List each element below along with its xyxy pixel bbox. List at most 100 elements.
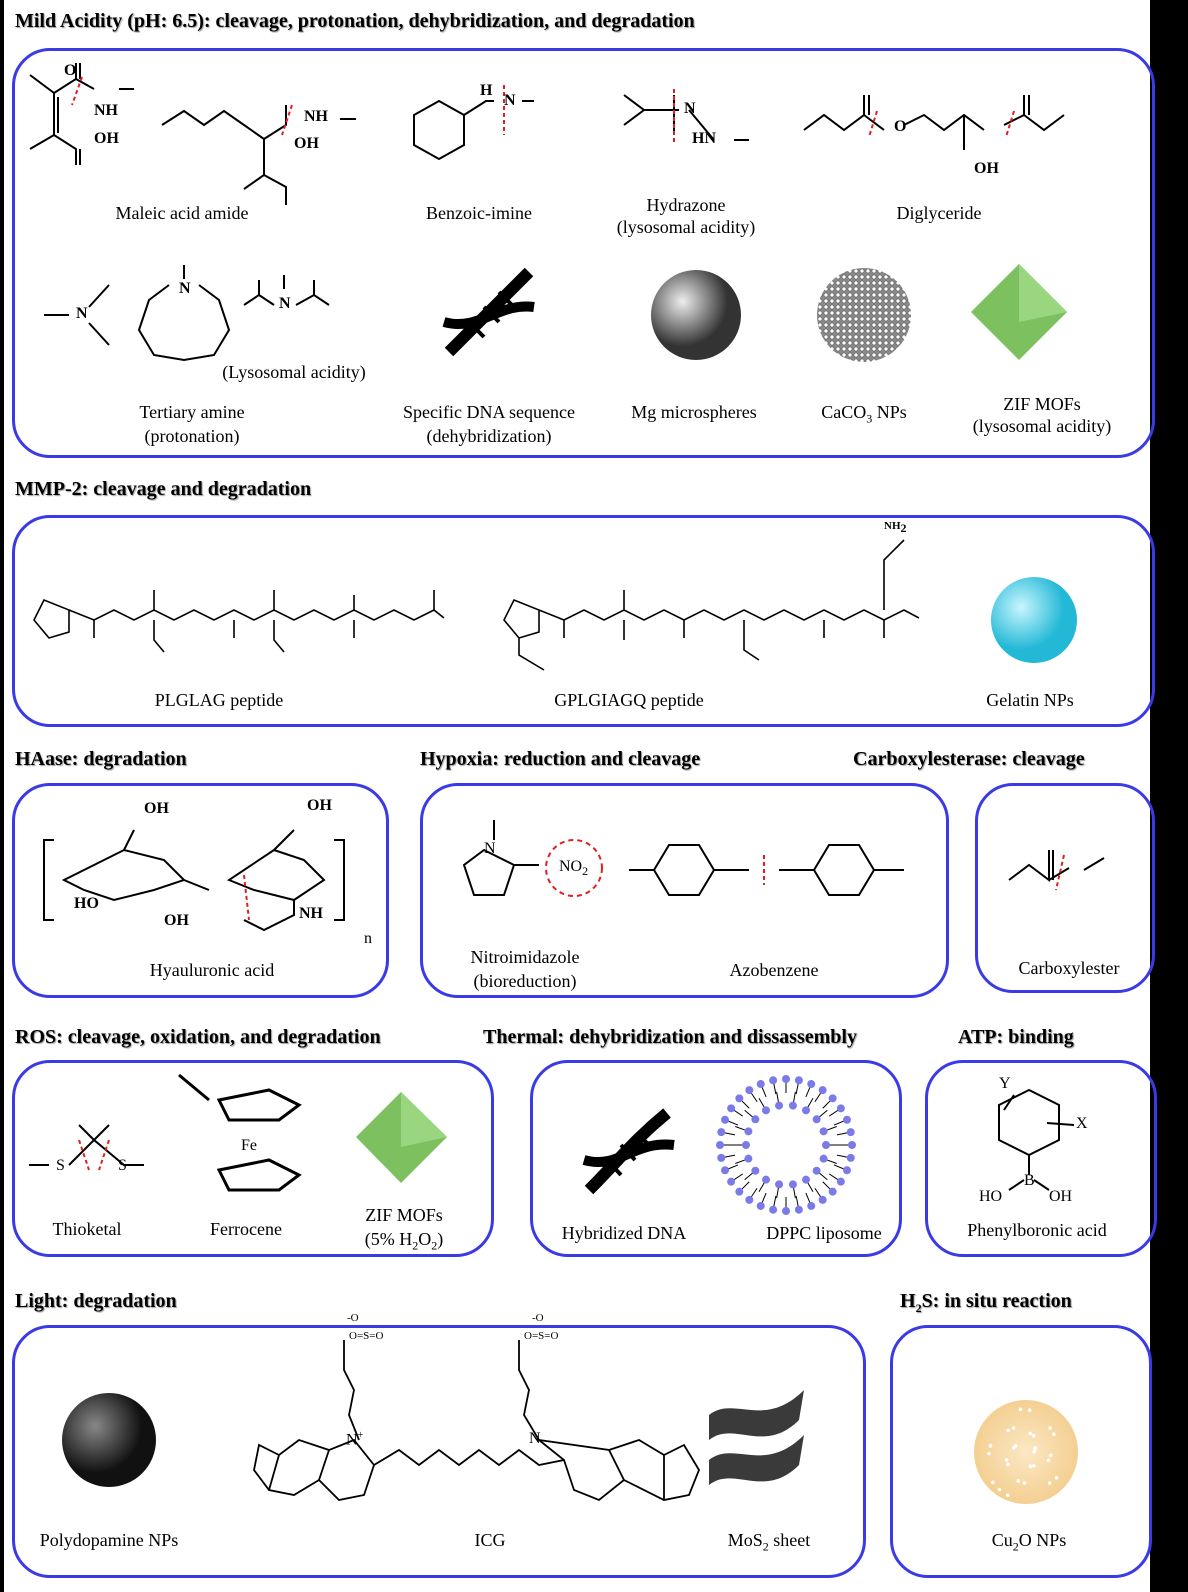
atom-n: N: [504, 92, 516, 109]
lipid-head: [751, 1166, 760, 1175]
lipid-head: [727, 1104, 736, 1113]
heading-h2s: H2S: in situ reaction: [900, 1290, 1072, 1315]
caco3-nanoparticle: [817, 268, 911, 362]
atom-o: O: [64, 62, 77, 79]
lipid-head: [721, 1115, 730, 1124]
lipid-head: [756, 1080, 765, 1089]
atom-s: S: [56, 1157, 65, 1174]
lipid-head: [788, 1101, 797, 1110]
label-diglyceride: Diglyceride: [896, 203, 982, 223]
lipid-head: [762, 1175, 770, 1184]
lipid-head: [769, 1076, 778, 1085]
icg-structure: [253, 1340, 701, 1502]
pore-dot: [1033, 1446, 1037, 1450]
pore-dot: [1047, 1481, 1052, 1485]
label-icg: ICG: [474, 1530, 506, 1550]
heading-light: Light: degradation: [15, 1290, 177, 1312]
atom-oh: OH: [294, 135, 319, 152]
atom-oh: OH: [1049, 1188, 1073, 1205]
hyaluronic-acid-structure: [43, 829, 345, 932]
lipid-head: [745, 1195, 754, 1204]
atom-n: N: [684, 100, 696, 117]
lipid-head: [788, 1180, 797, 1189]
heading-thermal: Thermal: dehybridization and dissassembl…: [483, 1026, 857, 1048]
atom-ho: HO: [74, 895, 99, 912]
lipid-head: [756, 1201, 765, 1210]
atom-n: N: [76, 305, 88, 322]
heading-carboxylesterase: Carboxylesterase: cleavage: [853, 748, 1085, 770]
atom-sulfonate: O=S=O: [349, 1330, 384, 1342]
ferrocene-structure: [178, 1073, 302, 1192]
label-dppc-liposome: DPPC liposome: [766, 1223, 882, 1243]
label-azobenzene: Azobenzene: [729, 960, 819, 980]
lipid-head: [717, 1128, 726, 1137]
pore-dot: [1046, 1458, 1051, 1463]
pore-dot: [1006, 1462, 1010, 1467]
lipid-head: [735, 1187, 744, 1196]
label-dna-sequence: Specific DNA sequence: [403, 402, 575, 422]
pore-dot: [1032, 1464, 1036, 1468]
box-ros: [12, 1060, 494, 1257]
lipid-head: [822, 1141, 830, 1149]
atom-nh: NH: [299, 905, 323, 922]
heading-atp: ATP: binding: [958, 1026, 1074, 1048]
atom-fe: Fe: [241, 1137, 257, 1154]
figure-canvas: Mild Acidity (pH: 6.5): cleavage, proton…: [4, 0, 1157, 1592]
pore-dot: [1048, 1426, 1052, 1430]
label-h2o2-condition: (5% H2O2): [364, 1229, 444, 1253]
lipid-head: [802, 1175, 810, 1184]
atom-oh: OH: [974, 160, 999, 177]
heading-mmp2: MMP-2: cleavage and degradation: [15, 478, 312, 500]
pore-dot: [1011, 1446, 1016, 1450]
lipid-head: [807, 1080, 816, 1089]
lipid-head: [807, 1201, 816, 1210]
atom-n: N: [279, 295, 291, 312]
lipid-head: [745, 1086, 754, 1095]
lipid-head: [818, 1195, 827, 1204]
pore-dot: [1028, 1431, 1032, 1436]
label-gelatin-nps: Gelatin NPs: [986, 690, 1074, 710]
atom-n-subscript: n: [364, 930, 372, 947]
mg-microsphere: [651, 270, 741, 360]
heading-ros: ROS: cleavage, oxidation, and degradatio…: [15, 1026, 381, 1048]
lipid-head: [742, 1141, 750, 1149]
atom-n-plus: N+: [346, 1430, 364, 1449]
lipid-head: [744, 1154, 753, 1163]
atom-n: N: [529, 1430, 541, 1447]
cu2o-nanoparticle: [974, 1400, 1078, 1504]
atom-b: B: [1024, 1172, 1035, 1189]
label-zif-mofs: ZIF MOFs: [1003, 394, 1081, 414]
lipid-head: [716, 1141, 724, 1149]
lipid-head: [782, 1075, 790, 1083]
lipid-head: [846, 1128, 855, 1137]
label-cu2o-nps: Cu2O NPs: [991, 1530, 1067, 1554]
atom-oxide-minus: -O: [347, 1312, 359, 1324]
pore-dot: [1052, 1432, 1056, 1437]
acidity-structures: [29, 63, 1065, 205]
lipid-head: [836, 1177, 845, 1186]
lipid-head: [735, 1094, 744, 1103]
thioketal-structure: [29, 1124, 144, 1171]
zif-mof-octahedron: [971, 264, 1067, 360]
lipid-head: [836, 1104, 845, 1113]
lipid-head: [818, 1086, 827, 1095]
label-carboxylester: Carboxylester: [1018, 958, 1120, 978]
atom-s: S: [118, 1157, 127, 1174]
pore-dot: [1006, 1493, 1010, 1498]
pore-dot: [1027, 1408, 1032, 1412]
lipid-head: [842, 1166, 851, 1175]
pore-dot: [1016, 1479, 1021, 1483]
atom-no2: NO2: [559, 858, 589, 879]
label-hyaluronic-acid: Hyauluronic acid: [149, 960, 275, 980]
box-h2s: [890, 1325, 1152, 1578]
atom-n: N: [484, 840, 496, 857]
dna-icon: [442, 267, 535, 357]
label-mg-microspheres: Mg microspheres: [631, 402, 757, 422]
label-dehybridization: (dehybridization): [426, 426, 552, 446]
dppc-liposome-icon: [716, 1075, 856, 1215]
label-hydrazone-note: (lysosomal acidity): [616, 217, 756, 237]
heading-hypoxia: Hypoxia: reduction and cleavage: [420, 748, 701, 770]
atom-x: X: [1076, 1115, 1088, 1132]
zif-mof-octahedron: [356, 1092, 447, 1183]
pore-dot: [1048, 1453, 1053, 1458]
